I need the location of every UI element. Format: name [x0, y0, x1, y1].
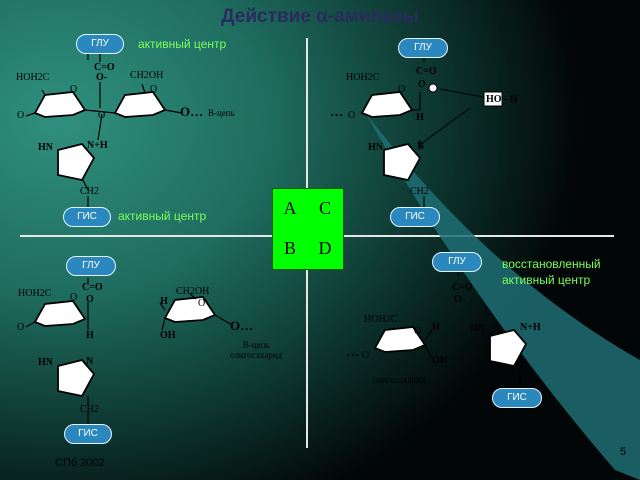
oligosaccharide-label: олигосахарид [373, 375, 426, 385]
quadC-ring [360, 91, 414, 118]
hoh2c-b: HOH2C [18, 288, 52, 299]
glu-badge-b: ГЛУ [66, 256, 116, 276]
o-minus-d: O- [454, 294, 466, 305]
chain-end-b: O… [230, 318, 254, 333]
ring-o-a2: O [150, 84, 158, 95]
hn-d: HN [470, 323, 485, 334]
ch2oh-b: CH2OH [176, 286, 210, 297]
o-left-a: O [17, 110, 25, 121]
ring-o-b2: O [198, 298, 206, 309]
grid-cell-a: A [283, 198, 297, 218]
credit-footer: СПб 2002 [55, 457, 105, 469]
restored-center-label: восстановленный активный центр [502, 257, 601, 287]
gis-badge-c: ГИС [390, 207, 440, 227]
glu-badge-c: ГЛУ [398, 38, 448, 58]
oh-d: OH [432, 355, 448, 366]
o-left-d: O [362, 350, 370, 361]
hn-b: HN [38, 357, 53, 368]
nh-d: N+H [520, 322, 541, 333]
h-b: H [86, 330, 94, 341]
ring-o-a1: O [70, 84, 78, 95]
h-d: H [432, 322, 440, 333]
hn-a: HN [38, 142, 53, 153]
n-c: N [417, 141, 425, 152]
quadB-imidazole [57, 358, 96, 398]
o-c: O [418, 79, 426, 90]
page-number: 5 [620, 446, 627, 458]
nh-a: N+H [87, 140, 108, 151]
glu-badge-a: ГЛУ [76, 34, 124, 54]
quadA-imidazole [57, 142, 96, 182]
o-left-b: O [17, 322, 25, 333]
water-c: HO - H [486, 94, 518, 105]
grid-cell-d: D [318, 238, 332, 258]
o-minus-a: O- [96, 72, 108, 83]
grid-cell-b: B [283, 238, 296, 258]
active-center-label-top: активный центр [138, 37, 227, 51]
ring-o-c: O [398, 84, 406, 95]
glycosidic-o-a: O [98, 110, 106, 121]
chain-start-c: … [330, 104, 343, 119]
n-b: N [86, 356, 94, 367]
ring-o-b1: O [70, 292, 78, 303]
o-left-c: O [348, 110, 356, 121]
slide-title: Действие α-амилазы [221, 6, 419, 27]
carbonyl-c: C=O [416, 66, 437, 77]
h-c: H [416, 112, 424, 123]
b-chain-oligo-label: В-цепь олигосахарид [230, 340, 283, 360]
quadC-imidazole [383, 142, 422, 182]
b-chain-label-a: В-цепь [208, 108, 235, 118]
decorative-swoosh [365, 112, 640, 480]
ch2oh-a: CH2OH [130, 70, 164, 81]
carbonyl-b: C=O [82, 282, 103, 293]
hoh2c-a1: HOH2C [16, 72, 50, 83]
grid-cell-c: C [318, 198, 331, 218]
h-b2: H [160, 296, 168, 307]
hoh2c-d: HOH2C [364, 314, 398, 325]
carbonyl-d: C=O [452, 282, 473, 293]
gis-badge-a: ГИС [63, 207, 111, 227]
hoh2c-c: HOH2C [346, 72, 380, 83]
o-b: O [86, 294, 94, 305]
gis-badge-d: ГИС [492, 388, 542, 408]
carbonyl-a: C=O [94, 62, 115, 73]
gis-badge-b: ГИС [64, 424, 112, 444]
oh-b: OH [160, 330, 176, 341]
quadrant-legend-grid: A C B D [272, 188, 344, 270]
ch2-b: CH2 [80, 404, 99, 415]
quadA-rings [33, 91, 167, 118]
ch2-c: CH2 [410, 186, 429, 197]
chain-end-a: O… [180, 104, 204, 119]
ring-o-d: O [414, 326, 422, 337]
ch2-a: CH2 [80, 186, 99, 197]
chain-start-d: … [346, 344, 359, 359]
quadD-imidazole [489, 328, 528, 368]
ch2-d: CH2 [512, 367, 531, 378]
active-center-label-bottom: активный центр [118, 209, 207, 223]
quadB-rings [33, 296, 217, 327]
glu-badge-d: ГЛУ [432, 252, 482, 272]
hn-c: HN [368, 142, 383, 153]
